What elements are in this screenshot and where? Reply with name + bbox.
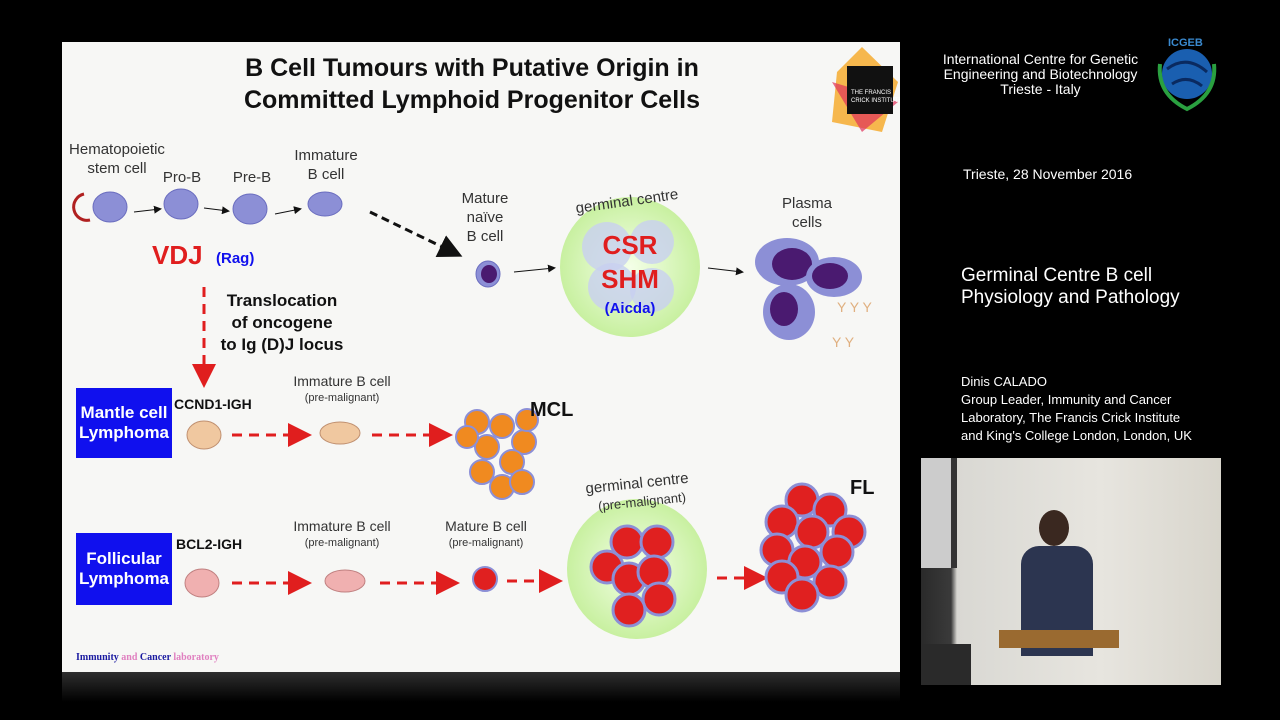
pro-b-cell (163, 188, 199, 220)
fl-mature-pre: (pre-malignant) (448, 537, 524, 549)
talk-date: Trieste, 28 November 2016 (963, 166, 1133, 182)
lectern (999, 630, 1119, 648)
fl-label: FL (850, 477, 875, 499)
fl-mature-label: Mature B cell (445, 518, 527, 534)
self-renewal-arrow (72, 192, 91, 222)
fl-mature-cell (472, 566, 498, 592)
mcl-gene: CCND1-IGH (174, 396, 252, 412)
speaker-head (1039, 510, 1069, 546)
fl-gene: BCL2-IGH (176, 536, 243, 552)
svg-text:THE FRANCIS: THE FRANCIS (851, 90, 891, 96)
footer-lab: Immunity and Cancer laboratory (76, 652, 219, 663)
svg-text:CRICK INSTITUTE: CRICK INSTITUTE (851, 98, 900, 104)
fl-immature-pre: (pre-malignant) (304, 537, 380, 549)
svg-text:ICGEB: ICGEB (1168, 37, 1203, 49)
label-aicda: (Aicda) (604, 300, 656, 317)
label-csr: CSR (602, 230, 658, 260)
svg-text:Y Y Y: Y Y Y (837, 299, 872, 315)
mature-naive-b-cell (481, 265, 497, 283)
label-shm: SHM (601, 264, 659, 294)
svg-text:Y Y: Y Y (832, 334, 855, 350)
mcl-label: MCL (530, 399, 574, 421)
immature-b-cell (307, 191, 343, 217)
crick-logo: THE FRANCIS CRICK INSTITUTE (832, 47, 900, 132)
icgeb-logo: ICGEB (1157, 37, 1217, 112)
label-pro-b: Pro-B (162, 169, 202, 186)
diagram-graphics: THE FRANCIS CRICK INSTITUTE Y Y Y Y Y (72, 47, 900, 639)
speaker-video (921, 458, 1221, 685)
fl-immature-cell (324, 569, 366, 593)
pre-b-cell (232, 193, 268, 225)
mcl-tumour (455, 408, 539, 500)
fl-origin-cell (184, 568, 220, 598)
plasma-cells: Y Y Y Y Y (755, 238, 872, 350)
mcl-immature-cell (319, 421, 361, 445)
label-rag: (Rag) (216, 250, 255, 267)
fl-immature-label: Immature B cell (293, 518, 391, 534)
hsc-cell (92, 191, 128, 223)
mcl-immature-label: Immature B cell (293, 373, 391, 389)
fl-tumour (759, 482, 867, 613)
label-pre-b: Pre-B (232, 169, 272, 186)
mcl-origin-cell (186, 420, 222, 450)
label-vdj: VDJ (152, 240, 203, 270)
mcl-premalignant-label: (pre-malignant) (304, 392, 380, 404)
slide-reflection (62, 672, 900, 702)
